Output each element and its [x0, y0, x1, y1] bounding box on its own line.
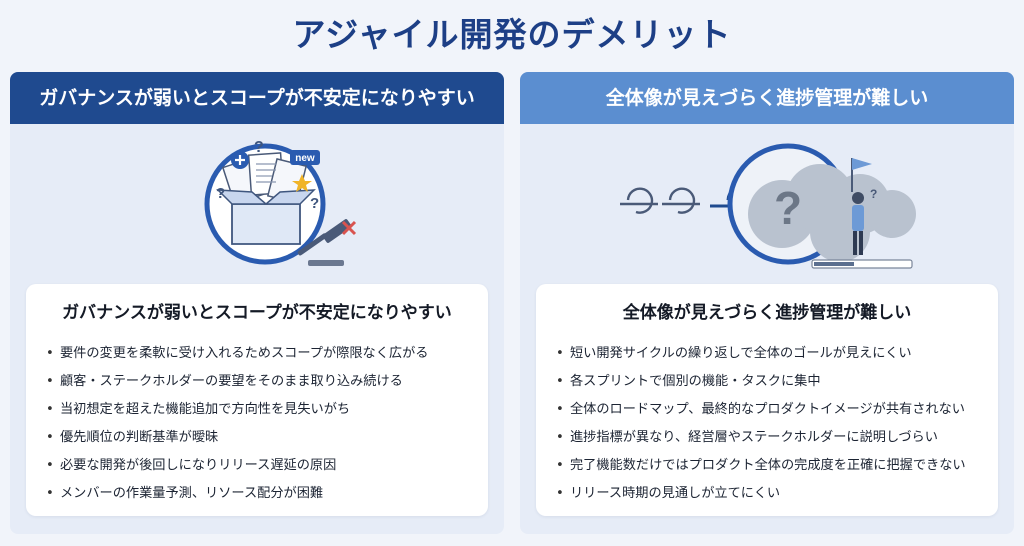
page-title: アジャイル開発のデメリット — [292, 15, 732, 54]
svg-text:?: ? — [774, 182, 802, 234]
list-item: •短い開発サイクルの繰り返しで全体のゴールが見えにくい — [556, 346, 912, 361]
list-item: •顧客・ステークホルダーの要望をそのまま取り込み続ける — [46, 374, 403, 389]
flag-icon — [851, 158, 872, 192]
list-item: •優先順位の判断基準が曖昧 — [46, 430, 219, 445]
list-item: •当初想定を超えた機能追加で方向性を見失いがち — [46, 402, 351, 417]
progress-panel: 全体像が見えづらく進捗管理が難しい ? — [520, 72, 1014, 534]
plus-icon — [231, 151, 249, 169]
progress-card-title: 全体像が見えづらく進捗管理が難しい — [622, 303, 912, 323]
star-icon — [292, 174, 312, 192]
scope-creep-illustration: ? ? ? new — [204, 139, 357, 266]
governance-bullet-list: •要件の変更を柔軟に受け入れるためスコープが際限なく広がる •顧客・ステークホル… — [46, 340, 428, 508]
list-item: •全体のロードマップ、最終的なプロダクトイメージが共有されない — [556, 402, 965, 417]
governance-card: ガバナンスが弱いとスコープが不安定になりやすい •要件の変更を柔軟に受け入れるた… — [26, 284, 488, 516]
progress-visibility-illustration: ? ? — [620, 143, 916, 269]
progress-bullet-list: •短い開発サイクルの繰り返しで全体のゴールが見えにくい •各スプリントで個別の機… — [556, 340, 966, 508]
list-item: •完了機能数だけではプロダクト全体の完成度を正確に把握できない — [556, 458, 966, 473]
list-item: •進捗指標が異なり、経営層やステークホルダーに説明しづらい — [556, 430, 938, 445]
person-icon: ? — [852, 187, 877, 255]
question-icon: ? — [310, 195, 319, 212]
list-item: •メンバーの作業量予測、リソース配分が困難 — [46, 486, 324, 501]
cloud-icon — [748, 164, 916, 262]
svg-text:?: ? — [870, 187, 877, 201]
list-item: •必要な開発が後回しになりリリース遅延の原因 — [46, 458, 337, 473]
progress-card: 全体像が見えづらく進捗管理が難しい •短い開発サイクルの繰り返しで全体のゴールが… — [536, 284, 998, 516]
progress-bar-icon — [811, 259, 913, 269]
list-item: •リリース時期の見通しが立てにくい — [556, 486, 781, 501]
list-item: •要件の変更を柔軟に受け入れるためスコープが際限なく広がる — [46, 346, 429, 361]
question-icon: ? — [254, 139, 264, 156]
governance-card-title: ガバナンスが弱いとスコープが不安定になりやすい — [62, 303, 452, 323]
question-icon: ? — [216, 185, 225, 202]
new-badge: new — [295, 153, 315, 164]
box-icon — [216, 189, 316, 245]
list-item: •各スプリントで個別の機能・タスクに集中 — [556, 374, 821, 389]
governance-panel-header: ガバナンスが弱いとスコープが不安定になりやすい — [10, 72, 504, 124]
governance-panel: ガバナンスが弱いとスコープが不安定になりやすい ? ? ? — [10, 72, 504, 534]
progress-panel-header: 全体像が見えづらく進捗管理が難しい — [520, 72, 1014, 124]
cross-icon — [341, 220, 357, 236]
